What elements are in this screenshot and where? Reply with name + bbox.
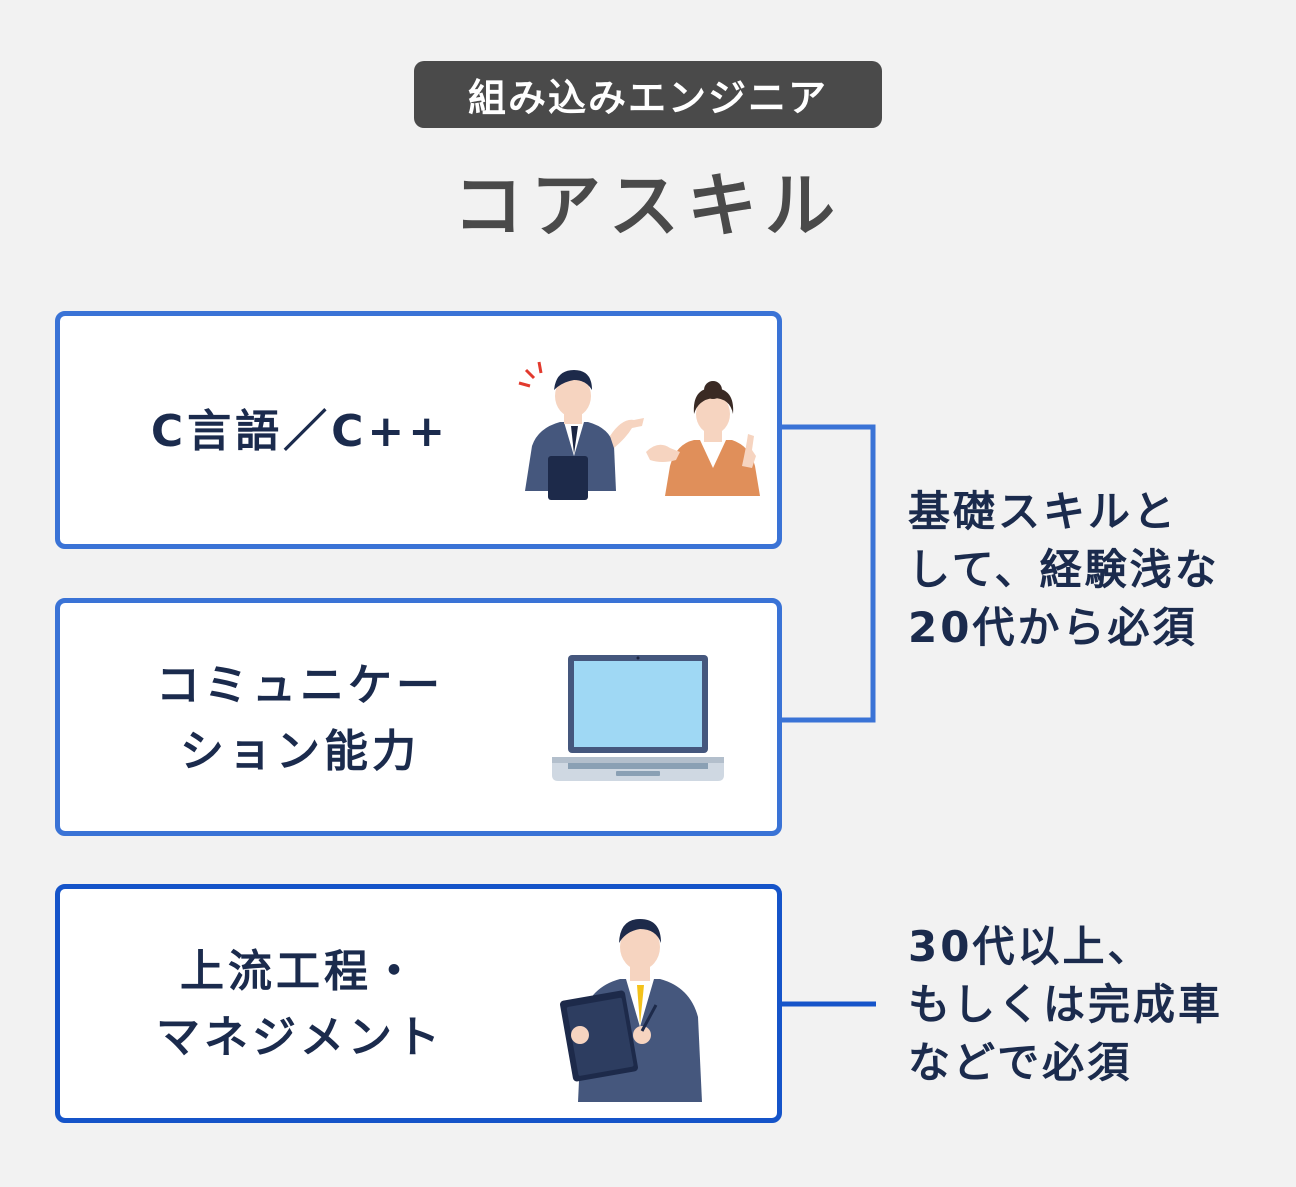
skill-card-upstream-management: 上流工程・ マネジメント bbox=[55, 884, 782, 1123]
skill-label: C言語／C++ bbox=[150, 406, 450, 457]
skill-card-c-language: C言語／C++ bbox=[55, 311, 782, 549]
two-business-people-talking-icon bbox=[518, 361, 760, 500]
note-advanced-skills: 30代以上、 もしくは完成車 などで必須 bbox=[908, 922, 1224, 1087]
page-title: コアスキル bbox=[453, 165, 843, 247]
skill-label: コミュニケー ション能力 bbox=[156, 660, 444, 777]
skill-card-communication: コミュニケー ション能力 bbox=[55, 598, 782, 836]
skill-label: 上流工程・ マネジメント bbox=[156, 946, 444, 1063]
bracket-connector bbox=[782, 424, 876, 723]
note-basic-skills: 基礎スキルと して、経験浅な 20代から必須 bbox=[908, 487, 1220, 652]
category-tag: 組み込みエンジニア bbox=[414, 61, 882, 128]
manager-with-clipboard-icon bbox=[560, 919, 702, 1102]
laptop-icon bbox=[552, 655, 724, 781]
